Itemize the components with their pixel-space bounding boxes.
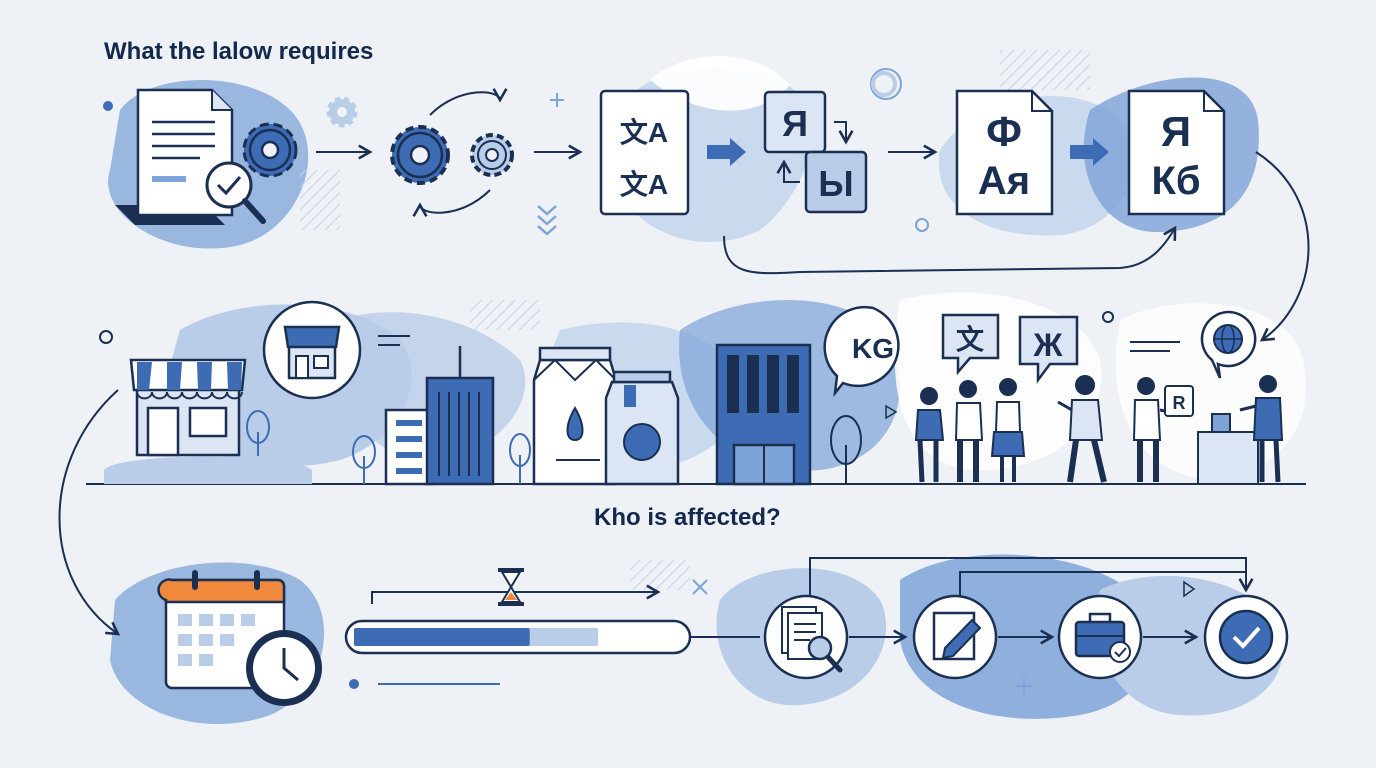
doc1-bottom-glyph: Ая	[978, 159, 1030, 203]
translate-glyph-bottom: 文A	[620, 168, 668, 200]
left-connector	[58, 389, 121, 636]
bold-arrow-2	[1070, 138, 1109, 166]
edit-form-icon	[912, 594, 998, 680]
hourglass-icon	[498, 568, 524, 606]
right-connector	[1255, 151, 1310, 342]
section-title-requires: What the lalow requires	[104, 38, 374, 65]
speech-bubble-wen-icon: 文	[941, 313, 1000, 376]
tree-icon-2	[352, 435, 376, 484]
top-loop-connector-2	[959, 571, 1246, 596]
translate-icon: 文A 文A	[599, 89, 690, 216]
chevron-down-icon	[537, 205, 557, 236]
bubble-zh-text: Ж	[1033, 327, 1064, 363]
milk-carton-icon	[532, 346, 618, 486]
cyrillic-document-icon: Ф Ая	[955, 89, 1054, 216]
card-ya-glyph: Я	[782, 103, 808, 144]
sign-r-text: R	[1173, 393, 1186, 413]
service-desk-icon: R	[1132, 375, 1284, 485]
translate-glyph-top: 文A	[620, 116, 668, 148]
cyrillic-document-icon-2: Я Кб	[1127, 89, 1226, 216]
checkmark-icon	[1203, 594, 1289, 680]
bubble-wen-text: 文	[956, 323, 984, 355]
small-gear-icon	[326, 96, 358, 128]
speech-bubble-zh-icon: Ж	[1018, 315, 1079, 384]
storefront-badge-icon	[262, 300, 362, 400]
bubble-kg-text: KG	[852, 333, 894, 364]
loop-connector	[723, 225, 1177, 275]
store-icon	[104, 358, 312, 484]
doc1-top-glyph: Ф	[986, 108, 1022, 155]
people-icon	[914, 375, 1107, 483]
tree-icon-3	[509, 433, 531, 484]
timeline-bracket	[371, 584, 661, 604]
building-icon-2	[715, 343, 812, 486]
review-document-icon	[763, 594, 849, 680]
doc2-bottom-glyph: Кб	[1151, 159, 1200, 203]
top-loop-connector	[809, 557, 1254, 596]
briefcase-check-icon	[1057, 594, 1143, 680]
card-y-glyph: Ы	[818, 163, 853, 204]
gear-cycle-icon	[390, 88, 514, 217]
milk-carton-icon-2	[604, 370, 680, 486]
bold-arrow-1	[707, 138, 746, 166]
clock-icon	[246, 630, 322, 706]
tree-icon	[246, 410, 270, 456]
progress-bar	[344, 619, 692, 655]
speech-bubble-icon: KG	[823, 305, 900, 398]
globe-icon	[1200, 310, 1257, 379]
section-title-affected: Kho is affected?	[594, 504, 781, 531]
cyrillic-swap-icon: Я Ы	[763, 90, 868, 214]
doc2-top-glyph: Я	[1161, 108, 1191, 155]
tree-icon-4	[830, 415, 862, 484]
building-icon	[384, 346, 495, 486]
decorative-sparkles	[99, 68, 1196, 694]
document-search-icon	[115, 88, 266, 225]
progress-fill	[354, 628, 530, 646]
gear-icon	[242, 122, 298, 178]
